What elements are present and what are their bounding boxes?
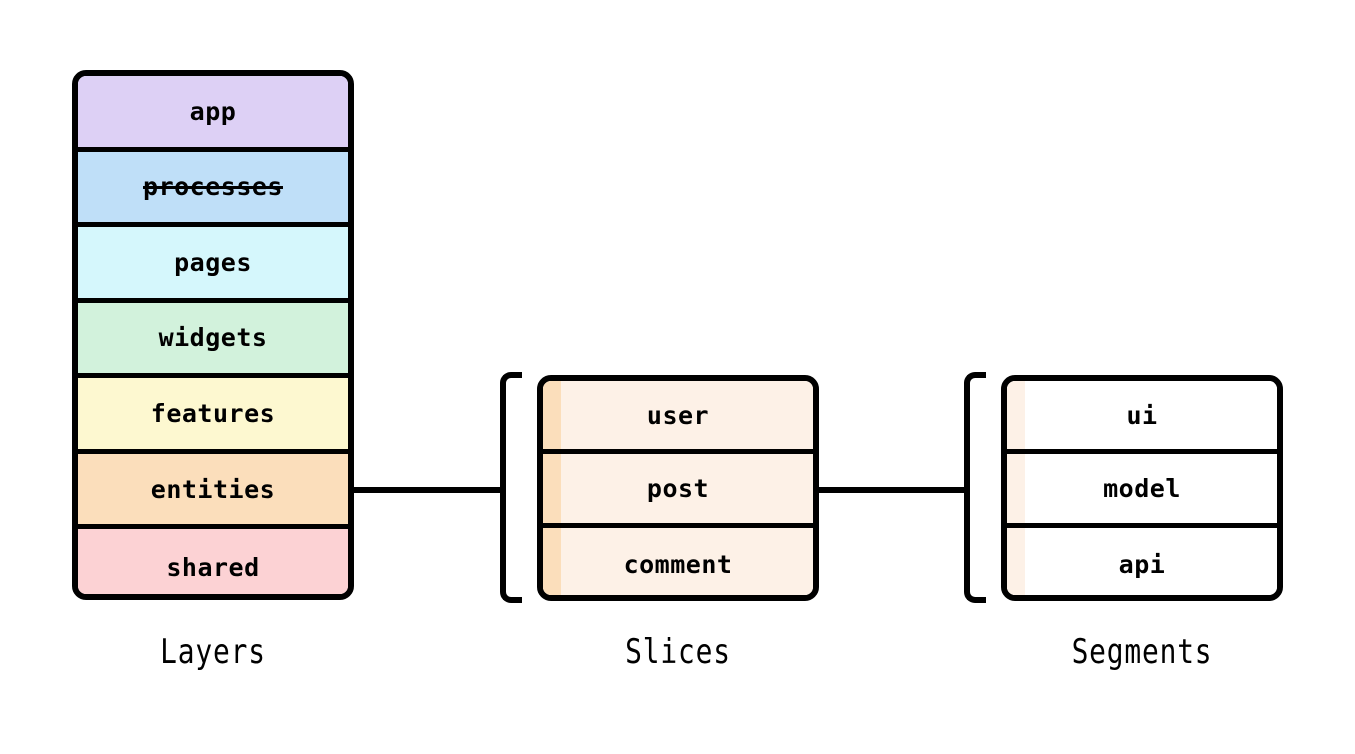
connector-slices-to-segments [818, 487, 970, 493]
layer-row-pages[interactable]: pages [78, 227, 348, 303]
segment-row-api[interactable]: api [1007, 527, 1277, 595]
layer-label-features: features [150, 399, 276, 429]
layer-label-processes: processes [143, 172, 283, 202]
caption-segments: Segments [1071, 632, 1213, 672]
slice-row-comment[interactable]: comment [543, 527, 813, 595]
layer-label-pages: pages [174, 247, 252, 277]
slice-stripe-post [543, 454, 561, 523]
layer-label-shared: shared [166, 552, 260, 582]
segment-row-ui[interactable]: ui [1007, 381, 1277, 455]
layer-label-widgets: widgets [158, 323, 268, 353]
slice-row-user[interactable]: user [543, 381, 813, 455]
slices-group: user post comment [537, 375, 819, 601]
segment-label-api: api [1118, 549, 1166, 579]
layer-row-widgets[interactable]: widgets [78, 302, 348, 379]
segment-label-model: model [1103, 473, 1181, 503]
bracket-segments [964, 372, 986, 603]
layer-row-processes[interactable]: processes [78, 151, 348, 228]
layer-row-app[interactable]: app [78, 76, 348, 152]
segment-label-ui: ui [1126, 400, 1158, 430]
connector-layers-to-slices [353, 487, 505, 493]
slice-stripe-comment [543, 527, 561, 595]
slice-label-user: user [646, 400, 710, 430]
caption-layers: Layers [160, 632, 266, 672]
segment-stripe-model [1007, 454, 1025, 523]
slice-label-comment: comment [623, 549, 733, 579]
layer-label-app: app [189, 96, 237, 126]
bracket-slices [500, 372, 522, 603]
segment-stripe-ui [1007, 381, 1025, 450]
layer-row-features[interactable]: features [78, 378, 348, 454]
layers-group: app processes pages widgets features ent… [72, 70, 354, 600]
layer-row-shared[interactable]: shared [78, 529, 348, 594]
segments-group: ui model api [1001, 375, 1283, 601]
layer-row-entities[interactable]: entities [78, 453, 348, 530]
segment-stripe-api [1007, 527, 1025, 595]
slice-row-post[interactable]: post [543, 454, 813, 528]
slice-label-post: post [646, 473, 710, 503]
caption-slices: Slices [625, 632, 731, 672]
layer-label-entities: entities [150, 474, 276, 504]
segment-row-model[interactable]: model [1007, 454, 1277, 528]
slice-stripe-user [543, 381, 561, 450]
